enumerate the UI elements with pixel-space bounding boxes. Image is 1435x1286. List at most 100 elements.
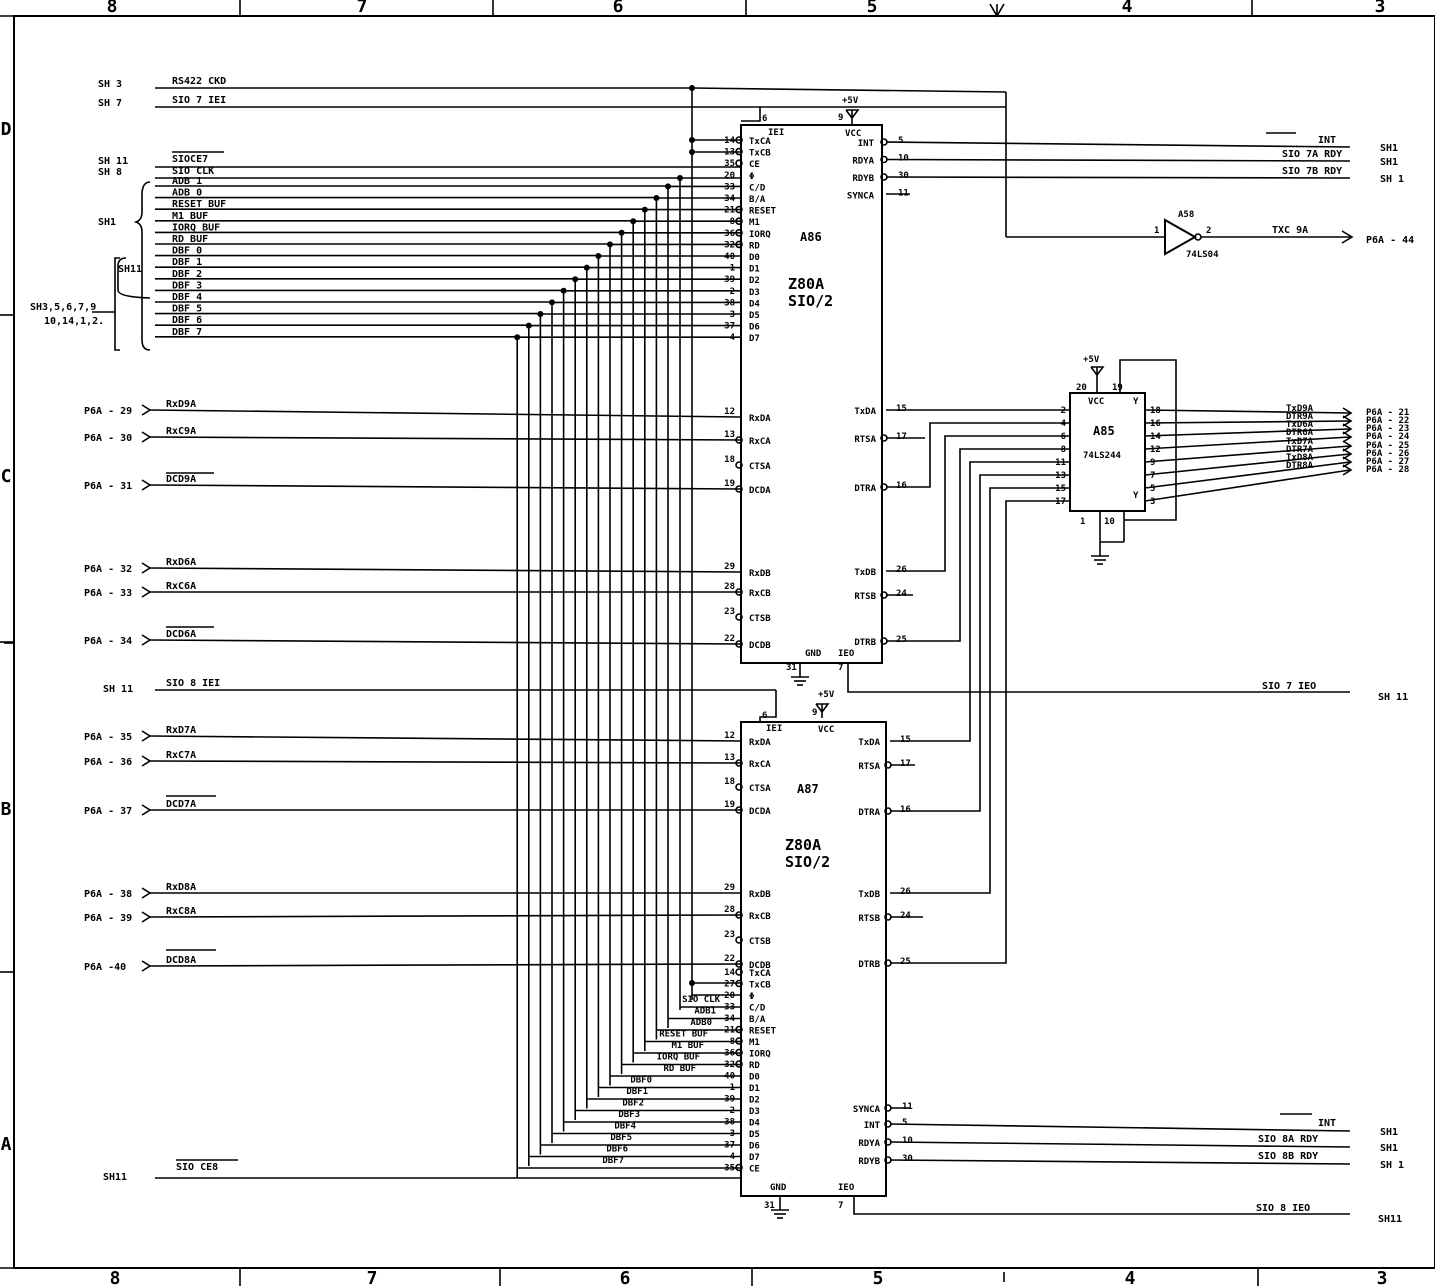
wire: [149, 760, 742, 764]
p6a-c1-pin-4: P6A - 33: [84, 588, 132, 599]
a87-body: [740, 721, 887, 1197]
a86-chlabel-7: DCDB: [749, 641, 771, 651]
a86-pin-40: 40: [724, 252, 735, 262]
sig-sioce7: SIOCE7: [172, 154, 208, 165]
p6a-c2-arrow-2: [141, 804, 152, 816]
p6a-c1-pin-0: P6A - 29: [84, 406, 132, 417]
svg-text:SH 8: SH 8: [98, 167, 122, 178]
a87-chlabel-1: RxCA: [749, 760, 771, 770]
p6a-out-arrow-0: [1342, 407, 1353, 419]
a58-ref: A58: [1178, 210, 1194, 220]
p6a-out-pin-1: P6A - 22: [1366, 416, 1409, 426]
inversion-bubble: [735, 783, 743, 791]
a87-sub: SIO/2: [785, 853, 830, 871]
a86-label-10: D0: [749, 253, 760, 263]
a86-label-14: D4: [749, 299, 760, 309]
p6a-out-sig-2: TxD6A: [1286, 420, 1314, 430]
a87-bus-label-11: DBF4: [614, 1122, 636, 1132]
svg-text:IEO: IEO: [838, 649, 855, 659]
p6a-out-pin-6: P6A - 27: [1366, 457, 1409, 467]
svg-text:10,14,1,2.: 10,14,1,2.: [44, 316, 104, 327]
a87-label-4: B/A: [749, 1015, 766, 1025]
wiring: [149, 85, 1354, 1219]
p6a-out-sig-5: DTR7A: [1286, 445, 1314, 455]
a85-in-11: 11: [1055, 458, 1066, 468]
sh1-brace: [133, 181, 151, 351]
a87-label-2: Φ: [749, 992, 755, 1002]
p6a-c1-sig-2: DCD9A: [166, 474, 196, 485]
a87-pins: 12RxDA13RxCA18CTSA19DCDA29RxDB28RxCB23CT…: [724, 731, 913, 1175]
a85-out-5: 5: [1150, 484, 1155, 494]
junction-dot: [583, 264, 590, 271]
a85-in-4: 4: [1061, 419, 1067, 429]
svg-text:+5V: +5V: [842, 96, 859, 106]
wire: [741, 107, 761, 122]
sig-sioce8: SIO CE8: [176, 1162, 218, 1173]
p6a-c1-arrow-1: [141, 431, 152, 443]
wire: [149, 409, 742, 418]
bus-label-4: IORQ BUF: [172, 222, 220, 233]
a85-out-12: 12: [1150, 445, 1161, 455]
p6a-out-sig-4: TxD7A: [1286, 437, 1314, 447]
a86-pin-1: 1: [730, 264, 735, 274]
a86-label-5: B/A: [749, 195, 766, 205]
p6a-c1-arrow-0: [141, 404, 152, 416]
a87-label-13: D4: [749, 1119, 760, 1129]
a85-in-8: 8: [1061, 445, 1066, 455]
a86-rchlabel-2: DTRA: [854, 484, 876, 494]
wire: [885, 176, 1351, 179]
wire: [1144, 436, 1351, 450]
svg-text:IEO: IEO: [838, 1183, 855, 1193]
p6a-c2-arrow-5: [141, 960, 152, 972]
ic-a87: A87 Z80A SIO/2 +5V 9 IEI 6 VCC GND 31 IE…: [740, 690, 887, 1211]
sio8ieo-sig: SIO 8 IEO: [1256, 1203, 1310, 1214]
a87-chlabel-7: DCDB: [749, 961, 771, 971]
a86-chlabel-6: CTSB: [749, 614, 771, 624]
top-out-sig-2: SIO 7B RDY: [1282, 166, 1342, 177]
sio7ieo-sig: SIO 7 IEO: [1262, 681, 1316, 692]
top-out-sh-0: SH1: [1380, 143, 1398, 154]
a86-label-8: IORQ: [749, 230, 771, 240]
zone-left-C: C: [1, 466, 12, 487]
p6a-out-sig-6: TxD8A: [1286, 453, 1314, 463]
sheet-refs: SH 3 SH 7 SH 11 SH 8 SH1 SH11 SH3,5,6,7,…: [30, 79, 142, 1183]
a86-label-2: CE: [749, 160, 760, 170]
p6a-c1-arrow-3: [141, 562, 152, 574]
a86-pin-38: 38: [724, 298, 735, 308]
a87-label-3: C/D: [749, 1004, 766, 1014]
a86-rlabel-0: INT: [858, 139, 875, 149]
inversion-bubble: [735, 613, 743, 621]
a86-pin-3: 3: [730, 310, 735, 320]
inversion-bubble: [735, 936, 743, 944]
a86-pin-20: 20: [724, 171, 735, 181]
sig-sio8iei: SIO 8 IEI: [166, 678, 220, 689]
a87-bus-label-10: DBF3: [618, 1110, 640, 1120]
p6a-c1-arrow-2: [141, 479, 152, 491]
bot-out-sig-1: SIO 8A RDY: [1258, 1134, 1318, 1145]
p6a-c2-pin-4: P6A - 39: [84, 913, 132, 924]
a85-body: [1069, 392, 1146, 512]
a87-bus-label-14: DBF7: [602, 1156, 624, 1166]
a85-type: 74LS244: [1083, 451, 1122, 461]
wire: [1144, 469, 1351, 502]
a87-bus-label-7: DBF0: [630, 1076, 652, 1086]
zone-top-6: 6: [613, 0, 624, 17]
junction-dot: [689, 85, 695, 91]
a86-chlabel-2: CTSA: [749, 462, 771, 472]
a86-chpin-19: 19: [724, 479, 735, 489]
svg-text:SH11: SH11: [118, 264, 142, 275]
a86-chpin-12: 12: [724, 407, 735, 417]
a58-type: 74LS04: [1186, 250, 1219, 260]
a86-label-13: D3: [749, 288, 760, 298]
a86-label-12: D2: [749, 276, 760, 286]
a86-chpin-29: 29: [724, 562, 735, 572]
a87-label-8: RD: [749, 1061, 760, 1071]
bus-label-12: DBF 6: [172, 315, 202, 326]
junction-dot: [572, 276, 579, 283]
a87-bus-label-4: M1 BUF: [671, 1041, 704, 1051]
a85-out-3: 3: [1150, 497, 1155, 507]
a87-rchpin-17: 17: [900, 759, 911, 769]
bot-out-sig-0: INT: [1318, 1118, 1336, 1129]
a86-label-3: Φ: [749, 172, 755, 182]
a85-in-17: 17: [1055, 497, 1066, 507]
